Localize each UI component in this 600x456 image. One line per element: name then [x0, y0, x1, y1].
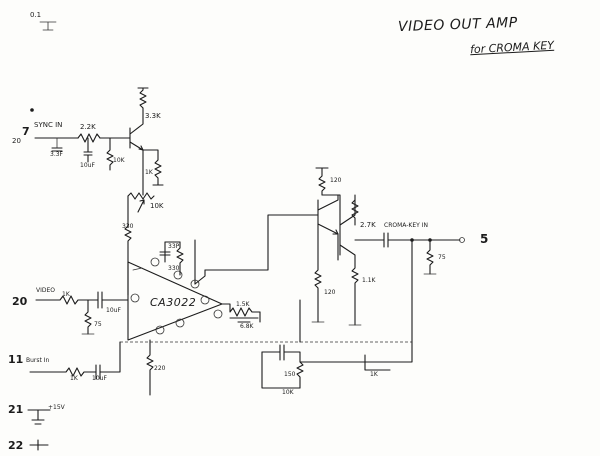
label-r-input: 2.2K	[80, 123, 96, 131]
label-r-bottom-mid: 150	[284, 371, 296, 378]
label-r-video-shunt: 75	[94, 321, 102, 328]
sync-input-stage	[34, 87, 164, 296]
corner-ground-symbol	[39, 21, 57, 31]
pin-5-label: 5	[480, 232, 489, 246]
output-stage	[299, 167, 465, 343]
label-r-chip-out: 1.5K	[236, 301, 250, 308]
label-r-emitter: 1K	[145, 169, 153, 176]
label-c-input2: 10uF	[80, 162, 95, 169]
label-r-burst: 1K	[70, 375, 78, 382]
label-r-bottom-right: 1K	[370, 371, 378, 378]
pin-20-label: 20	[12, 295, 28, 308]
pin-11-label: 11	[8, 353, 24, 366]
label-r-chip-top: 330	[168, 265, 180, 272]
label-r-input-shunt: 10K	[113, 157, 125, 164]
diagram-title: VIDEO OUT AMP	[397, 14, 518, 36]
label-r-q2-emitter: 120	[324, 289, 336, 296]
label-r-chip-gnd: 220	[154, 365, 166, 372]
pin-21-label: 21	[8, 403, 24, 416]
label-r-fb: 6.8K	[240, 323, 254, 330]
label-burst-in: Burst In	[26, 357, 50, 364]
video-input-stage	[35, 291, 129, 335]
label-r-pot-low: 330	[122, 223, 134, 230]
label-c-video: 10uF	[106, 307, 121, 314]
marker-dot	[30, 108, 34, 112]
burst-input-stage	[29, 341, 121, 380]
label-pot-top: 10K	[150, 202, 164, 210]
corner-note: 0.1	[30, 11, 42, 19]
label-output-note: CROMA-KEY IN	[384, 222, 428, 229]
label-r-bottom-mid2: 10K	[282, 389, 294, 396]
pin-22-label: 22	[8, 439, 24, 452]
label-r-video: 1K	[62, 291, 70, 298]
label-r-q2-base: 2.7K	[360, 221, 376, 229]
pin-7-label: 7	[22, 125, 30, 138]
chip-label: CA3022	[150, 296, 197, 309]
label-r-q2-top: 120	[330, 177, 342, 184]
ca3022-chip-body	[120, 214, 412, 396]
label-r-collector: 3.3K	[145, 112, 161, 120]
label-c-burst: 10uF	[92, 375, 107, 382]
label-video-in: VIDEO	[36, 287, 56, 294]
label-r-q2-shunt: 1.1K	[362, 277, 376, 284]
label-c-input: 3.3F	[50, 151, 63, 158]
label-c-chip-top: 33P	[168, 243, 180, 250]
label-pin21-note: +15V	[48, 404, 65, 411]
bottom-network	[261, 239, 413, 389]
pin-20-top-label: 20	[12, 137, 21, 145]
power-pins	[27, 409, 51, 451]
label-sync-in: SYNC IN	[34, 121, 63, 129]
label-r-output-shunt: 75	[438, 254, 446, 261]
